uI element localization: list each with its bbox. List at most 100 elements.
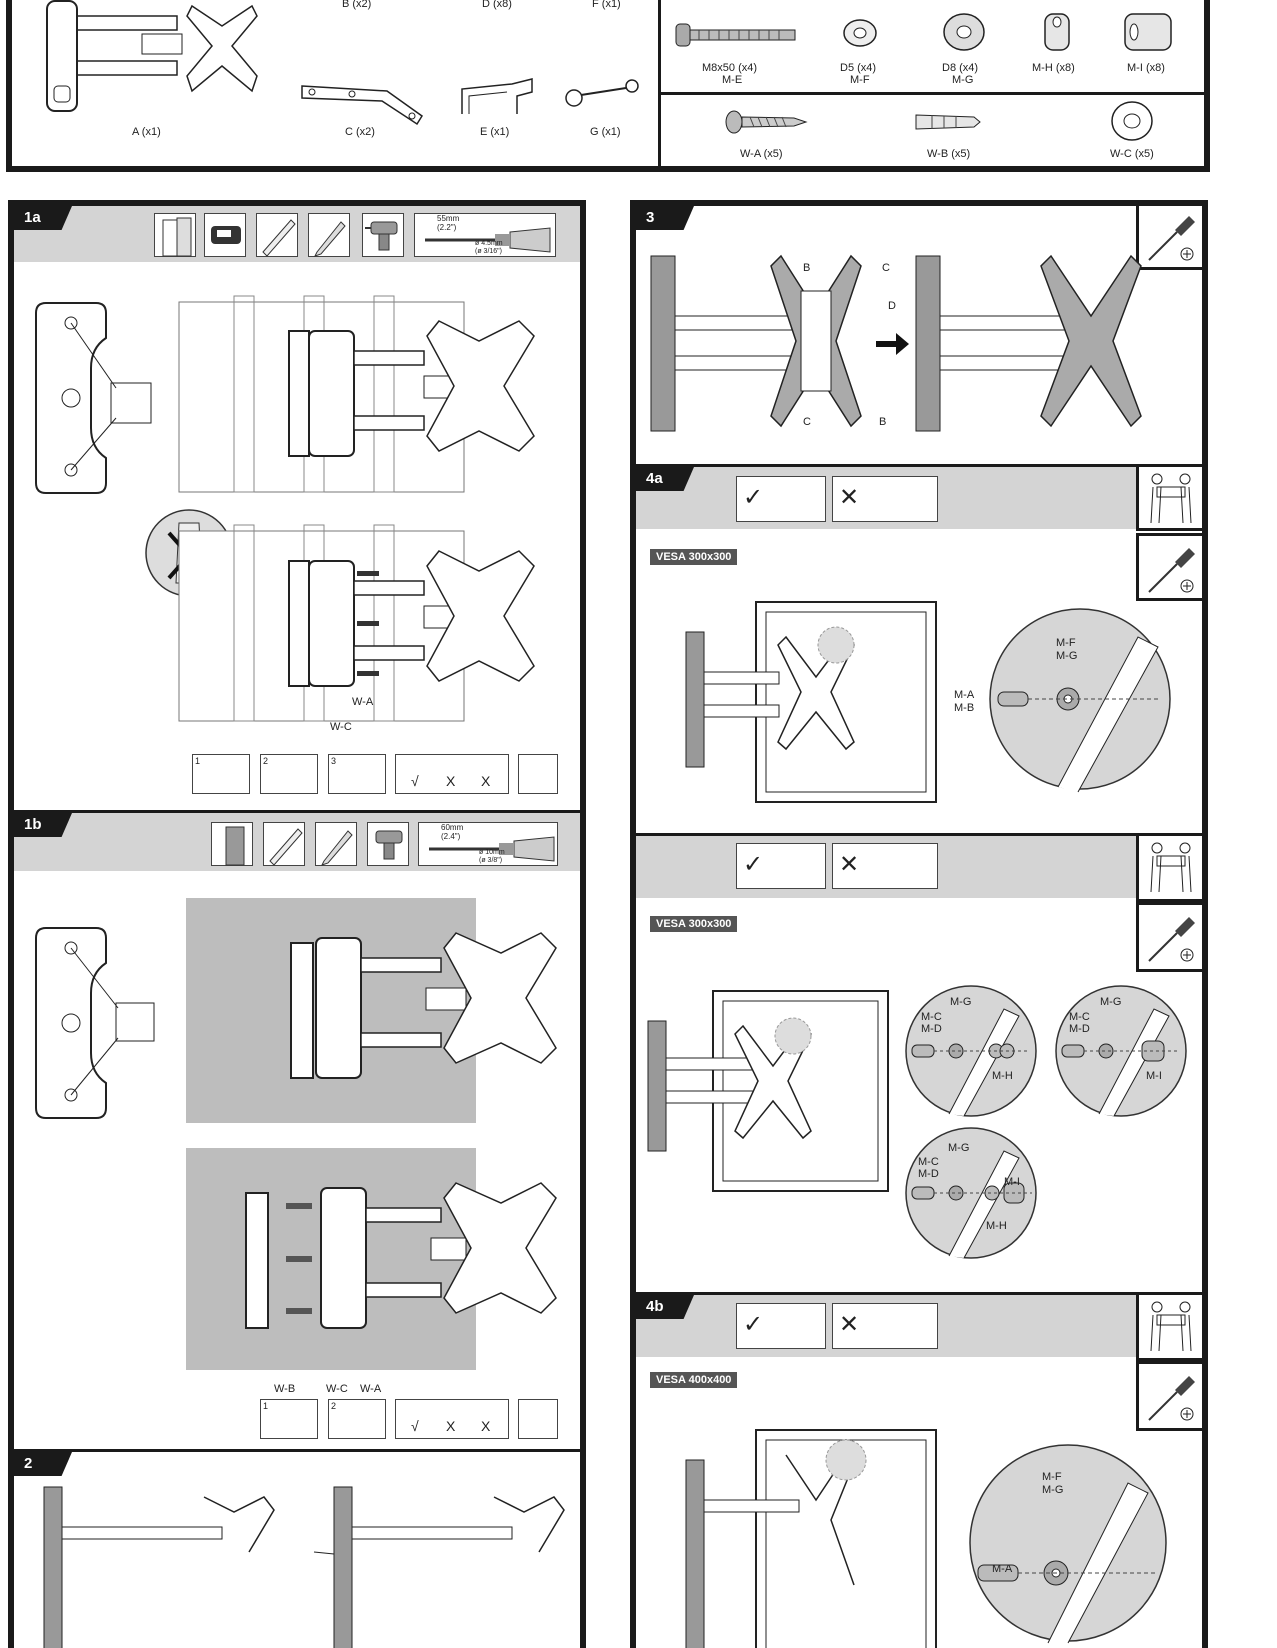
detail-circle-mid-1	[905, 985, 1037, 1117]
level-ok-1b: √	[411, 1418, 419, 1434]
part-label-g: G (x1)	[590, 126, 621, 138]
wrong-screw-panel-4b: ✕	[832, 1303, 938, 1349]
w-a-screw-icon	[725, 110, 808, 134]
label-mc-mid-2: M-C	[1069, 1011, 1090, 1023]
right-column-panel: 3 B C D C B 4a ✓ ✕	[630, 200, 1208, 1648]
drill-bit-spec-1b: 60mm (2.4") ø 10mm (ø 3/8")	[418, 822, 558, 866]
tv-mount-assembly-4b	[685, 1429, 937, 1648]
drill-bit-spec-1a: 55mm (2.2") ø 4.5mm (ø 3/16")	[414, 213, 556, 257]
mount-on-concrete-1b	[186, 898, 557, 1123]
label-wb-1b: W-B	[274, 1383, 296, 1395]
seq-panel-1b-2: 2	[328, 1399, 386, 1439]
step-1b: 1b 60mm (2.4") ø 10mm (ø 3/8")	[14, 813, 580, 1449]
detail-circle-mid-3	[905, 1127, 1037, 1259]
m-f-label2: M-F	[850, 74, 870, 86]
wall-plate-detail-1a	[35, 302, 152, 494]
label-mb-4a: M-B	[954, 702, 975, 714]
label-b-top-3: B	[803, 262, 811, 274]
parts-divider-vertical	[658, 0, 661, 166]
label-mi-mid-3: M-I	[1004, 1176, 1020, 1188]
part-g-drawing	[565, 79, 639, 107]
tv-mount-assembly-mid	[647, 990, 889, 1192]
part-e-drawing	[461, 78, 533, 114]
level-ok-1a: √	[411, 773, 419, 789]
screwdriver-icon	[1148, 548, 1195, 593]
cross-mark-icon: ✕	[839, 851, 860, 878]
m-f-label1: D5 (x4)	[840, 62, 877, 74]
label-wa-1a: W-A	[352, 696, 374, 708]
detail-circle-4b	[969, 1444, 1167, 1644]
mount-on-wood-studs-1a	[178, 295, 535, 493]
label-b-bottom-3: B	[879, 416, 887, 428]
two-person-box-4a	[1136, 467, 1202, 531]
stud-finder-icon	[204, 213, 246, 257]
label-mg-mid-2: M-G	[1100, 996, 1122, 1008]
level-bad-1a-2: X	[481, 773, 491, 789]
step-1a-tag: 1a	[14, 206, 72, 230]
check-mark-icon: ✓	[743, 484, 764, 511]
divider-1b-2	[14, 1449, 580, 1452]
part-label-e: E (x1)	[480, 126, 510, 138]
label-mc-mid-3: M-C	[918, 1156, 939, 1168]
m-i-spacer-icon	[1124, 13, 1172, 51]
level-tool-icon-1b	[263, 822, 305, 866]
two-person-icon	[1150, 1301, 1192, 1352]
m-g-label2: M-G	[952, 74, 974, 86]
drill-diameter-inch-1a: (ø 3/16")	[475, 248, 502, 255]
seq-num-1a-3: 3	[331, 756, 337, 766]
divider-mid-4b	[636, 1292, 1202, 1295]
drill-diameter-1a: ø 4.5mm	[475, 240, 503, 247]
screwdriver-box-4b	[1136, 1361, 1202, 1431]
label-c-bottom-3: C	[803, 416, 811, 428]
two-person-box-4b	[1136, 1295, 1202, 1361]
wrong-screw-panel-mid: ✕	[832, 843, 938, 889]
part-label-c: C (x2)	[345, 126, 375, 138]
part-a-drawing	[46, 0, 258, 112]
step-3: 3 B C D C B	[636, 206, 1202, 464]
label-ma-4b: M-A	[992, 1563, 1013, 1575]
seq-panel-1b-1: 1	[260, 1399, 318, 1439]
label-mc-mid-1: M-C	[921, 1011, 942, 1023]
drill-diameter-1b: ø 10mm	[479, 849, 505, 856]
wood-stud-icon	[154, 213, 196, 257]
left-column-panel: 1a 55mm (2.2") ø 4.5mm (ø 3/16")	[8, 200, 586, 1648]
w-c-label: W-C (x5)	[1110, 148, 1154, 160]
label-md-mid-2: M-D	[1069, 1023, 1090, 1035]
wall-plate-detail-1b	[35, 927, 155, 1119]
cross-mark-icon: ✕	[839, 484, 860, 511]
seq-num-1b-1: 1	[263, 1401, 269, 1411]
m-i-label1: M-I (x8)	[1127, 62, 1165, 74]
divider-1a-1b	[14, 810, 580, 813]
detail-circle-4a	[989, 608, 1171, 793]
drill-depth-inch-1b: (2.4")	[441, 832, 461, 841]
label-mg-mid-3: M-G	[948, 1142, 970, 1154]
two-person-box-mid	[1136, 836, 1202, 902]
two-person-icon	[1150, 842, 1192, 893]
correct-screw-panel-4a: ✓	[736, 476, 826, 522]
level-bad-1a-1: X	[446, 773, 456, 789]
m-g-washer-icon	[943, 13, 985, 51]
level-check-1b: √ X X	[395, 1399, 509, 1439]
drill-depth-1a: 55mm	[437, 214, 460, 223]
screwdriver-icon	[1148, 1376, 1195, 1421]
step-3-assembly	[650, 254, 1142, 432]
label-d-3: D	[888, 300, 896, 312]
label-mf-4b: M-F	[1042, 1471, 1062, 1483]
vesa-label-mid: VESA 300x300	[650, 916, 738, 932]
m-f-washer-icon	[843, 19, 877, 47]
level-tool-icon	[256, 213, 298, 257]
vesa-label-4b: VESA 400x400	[650, 1372, 738, 1388]
w-a-label: W-A (x5)	[740, 148, 783, 160]
seq-num-1a-2: 2	[263, 756, 269, 766]
seq-panel-1a-1: 1	[192, 754, 250, 794]
level-check-1a: √ X X	[395, 754, 509, 794]
concrete-wall-icon	[211, 822, 253, 866]
drill-icon	[362, 213, 404, 257]
m-h-spacer-icon	[1044, 13, 1070, 51]
seq-panel-1a-2: 2	[260, 754, 318, 794]
drill-icon-1b	[367, 822, 409, 866]
parts-panel: A (x1) B (x2) D (x8) F (x1) C (x2) E (x1…	[6, 0, 1210, 172]
label-md-mid-1: M-D	[921, 1023, 942, 1035]
cross-mark-icon: ✕	[839, 1311, 860, 1338]
label-mh-mid-3: M-H	[986, 1220, 1007, 1232]
